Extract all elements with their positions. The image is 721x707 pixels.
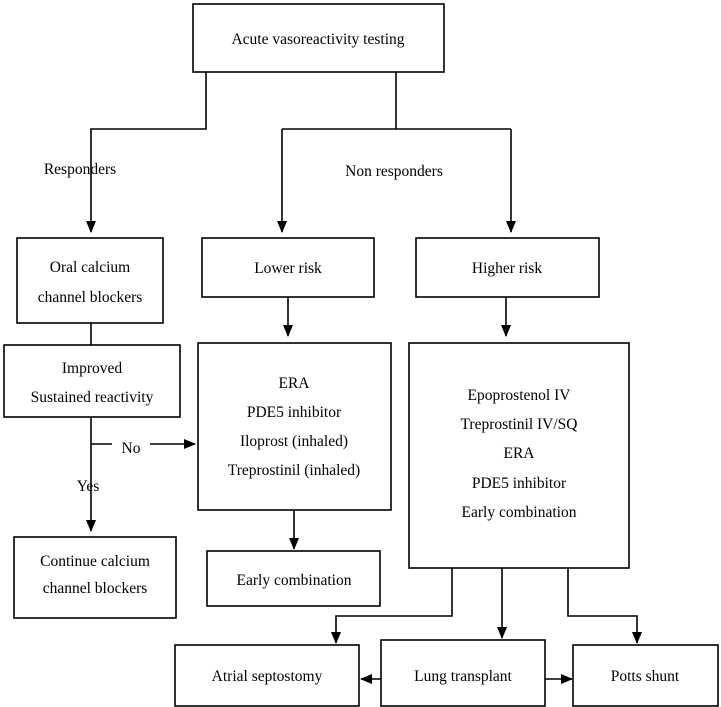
arrow-to-oral-ccb: [86, 72, 207, 233]
higher-treatment-3: ERA: [504, 445, 536, 462]
continue-ccb-line-2: channel blockers: [43, 580, 148, 597]
connectors: [86, 72, 642, 684]
lower-risk-treatments-node: ERA PDE5 inhibitor Iloprost (inhaled) Tr…: [197, 342, 392, 511]
lower-treatment-2: PDE5 inhibitor: [247, 404, 342, 421]
lower-treatment-4: Treprostinil (inhaled): [228, 462, 360, 479]
continue-ccb-node: Continue calcium channel blockers: [13, 536, 177, 619]
early-combination-node: Early combination: [206, 550, 381, 607]
label-responders: Responders: [44, 161, 116, 178]
potts-shunt-label: Potts shunt: [611, 668, 680, 685]
higher-treatment-4: PDE5 inhibitor: [472, 475, 567, 492]
root-label: Acute vasoreactivity testing: [231, 31, 404, 48]
higher-risk-label: Higher risk: [472, 260, 542, 277]
improved-line-1: Improved: [62, 360, 123, 377]
higher-treatment-2: Treprostinil IV/SQ: [461, 416, 578, 433]
higher-risk-treatments-node: Epoprostenol IV Treprostinil IV/SQ ERA P…: [408, 342, 630, 569]
higher-risk-node: Higher risk: [415, 237, 600, 298]
lung-transplant-node: Lung transplant: [380, 639, 546, 707]
oral-ccb-line-2: channel blockers: [38, 289, 143, 306]
root-node: Acute vasoreactivity testing: [192, 3, 445, 73]
label-no: No: [122, 440, 141, 457]
lung-transplant-label: Lung transplant: [414, 668, 512, 685]
atrial-septostomy-label: Atrial septostomy: [212, 668, 323, 685]
improved-line-2: Sustained reactivity: [31, 389, 154, 406]
early-combination-label: Early combination: [237, 572, 352, 589]
higher-treatment-5: Early combination: [462, 504, 577, 521]
potts-shunt-node: Potts shunt: [572, 644, 719, 707]
oral-ccb-line-1: Oral calcium: [50, 259, 130, 276]
higher-treatment-1: Epoprostenol IV: [468, 387, 572, 404]
label-yes: Yes: [77, 478, 100, 495]
label-non-responders: Non responders: [345, 163, 443, 180]
oral-ccb-node: Oral calcium channel blockers: [16, 237, 164, 324]
lower-risk-node: Lower risk: [201, 237, 375, 298]
continue-ccb-line-1: Continue calcium: [40, 553, 150, 570]
arrow-to-potts-shunt: [567, 568, 642, 644]
arrow-to-atrial-septostomy: [331, 568, 453, 644]
improved-node: Improved Sustained reactivity: [3, 344, 181, 418]
lower-treatment-3: Iloprost (inhaled): [240, 433, 348, 450]
atrial-septostomy-node: Atrial septostomy: [174, 644, 360, 707]
lower-treatment-1: ERA: [279, 375, 311, 392]
lower-risk-label: Lower risk: [254, 260, 322, 277]
